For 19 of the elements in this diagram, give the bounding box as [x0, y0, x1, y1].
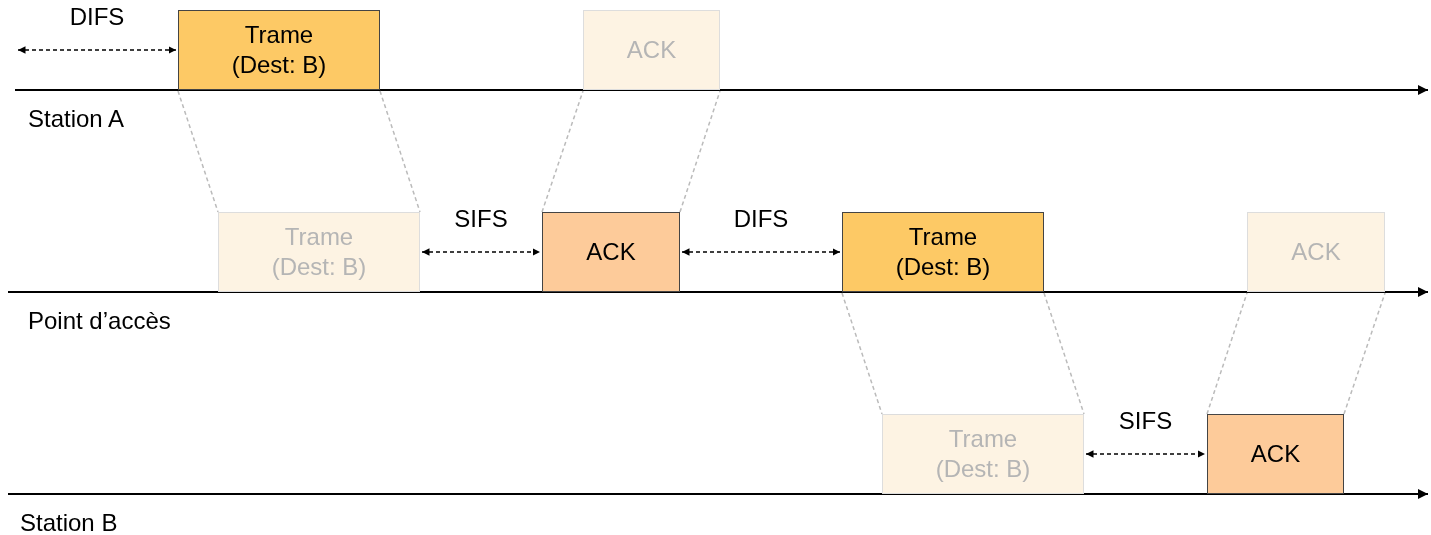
station-label: Station A — [28, 105, 125, 133]
ack-box: ACK — [1247, 212, 1385, 292]
projection-line — [841, 292, 1085, 415]
frame-box: Trame (Dest: B) — [218, 212, 420, 292]
projection-line — [541, 90, 721, 213]
frame-box: Trame (Dest: B) — [178, 10, 380, 90]
ack-box: ACK — [542, 212, 680, 292]
projection-line — [177, 90, 421, 213]
station-label: Point d’accès — [28, 307, 171, 335]
interval-arrow — [1085, 450, 1206, 458]
interval-arrow — [17, 46, 177, 54]
frame-box: Trame (Dest: B) — [882, 414, 1084, 494]
ack-box: ACK — [1207, 414, 1344, 494]
station-label: Station B — [20, 509, 118, 535]
projection-line — [1206, 292, 1386, 415]
interval-arrow — [421, 248, 541, 256]
frame-box: Trame (Dest: B) — [842, 212, 1044, 292]
ack-box: ACK — [583, 10, 720, 90]
interval-arrow — [681, 248, 841, 256]
